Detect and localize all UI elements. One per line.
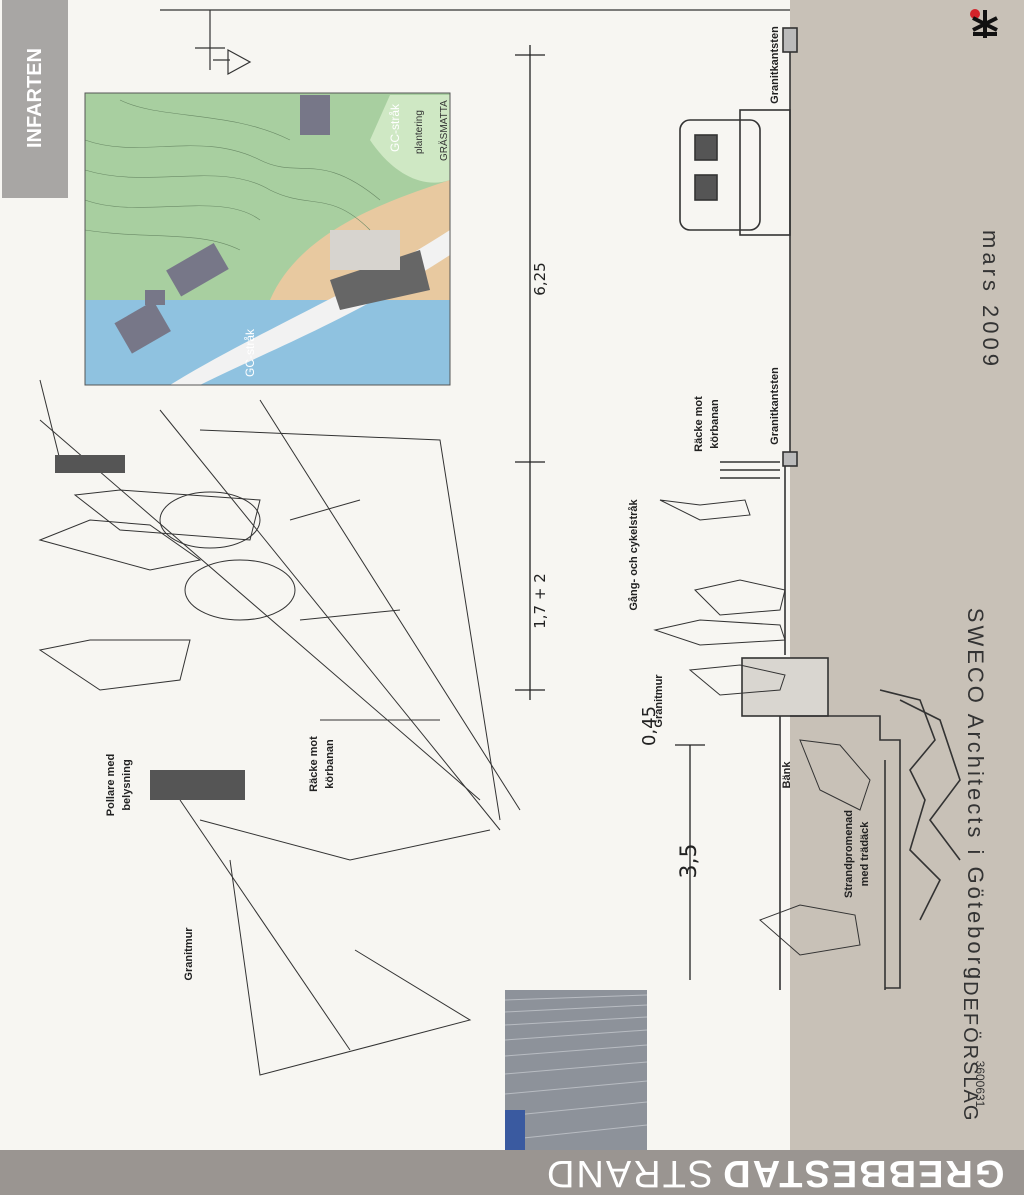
project-title-light: STRAND — [544, 1152, 713, 1194]
section-panel — [790, 0, 1024, 1150]
sweco-logo-icon — [965, 4, 1005, 44]
section-label-box: INFARTEN — [2, 0, 68, 198]
project-title-bold: GREBBESTAD — [720, 1152, 1004, 1194]
label-racke-perspective-line1: Räcke mot — [308, 736, 320, 792]
label-granitkantsten-top: Granitkantsten — [769, 26, 781, 104]
section-label: INFARTEN — [24, 48, 46, 148]
label-pollare-line2: belysning — [121, 759, 133, 811]
label-racke-perspective-line2: körbanan — [324, 739, 336, 789]
dimension-0-45: 0,45 — [639, 705, 660, 747]
label-strandpromenad-line2: med trädäck — [859, 821, 871, 887]
label-granitkantsten-mid: Granitkantsten — [769, 367, 781, 445]
site-map — [84, 92, 451, 386]
label-gang-cykelstrak: Gång- och cykelstråk — [628, 499, 640, 611]
map-label-gc-strak-2: GC-stråk — [388, 104, 402, 152]
map-label-grasmatta: GRÄSMATTA — [439, 100, 450, 161]
label-granitmur-perspective: Granitmur — [183, 927, 195, 981]
bollard-icon — [150, 770, 245, 800]
label-racke-section-line1: Räcke mot — [693, 396, 705, 452]
map-label-gc-strak-1: GC-stråk — [243, 329, 257, 377]
label-bank: Bänk — [781, 761, 793, 789]
title-banner: GREBBESTADSTRAND — [0, 1150, 1024, 1195]
perspective-sketch — [38, 379, 521, 1076]
wood-deck-image — [504, 990, 648, 1150]
project-title: GREBBESTADSTRAND — [545, 1150, 1004, 1195]
label-pollare-line1: Pollare med — [105, 753, 117, 817]
map-label-plantering: plantering — [414, 110, 425, 154]
label-strandpromenad-line1: Strandpromenad — [843, 810, 855, 899]
label-racke-section-line2: körbanan — [709, 399, 721, 449]
pedestrian-sketches — [653, 499, 871, 956]
bollard-icon-2 — [55, 455, 125, 473]
dimension-3-5: 3,5 — [677, 843, 702, 879]
street-lamp-sketch — [160, 9, 790, 76]
document-number: 3600631 — [973, 1060, 987, 1108]
dimension-line — [515, 45, 705, 980]
dimension-1-7-plus-2: 1,7 + 2 — [531, 573, 549, 629]
section-sketch — [679, 27, 961, 990]
date-text: mars 2009 — [978, 230, 1003, 370]
dimension-6-25: 6,25 — [531, 262, 549, 296]
